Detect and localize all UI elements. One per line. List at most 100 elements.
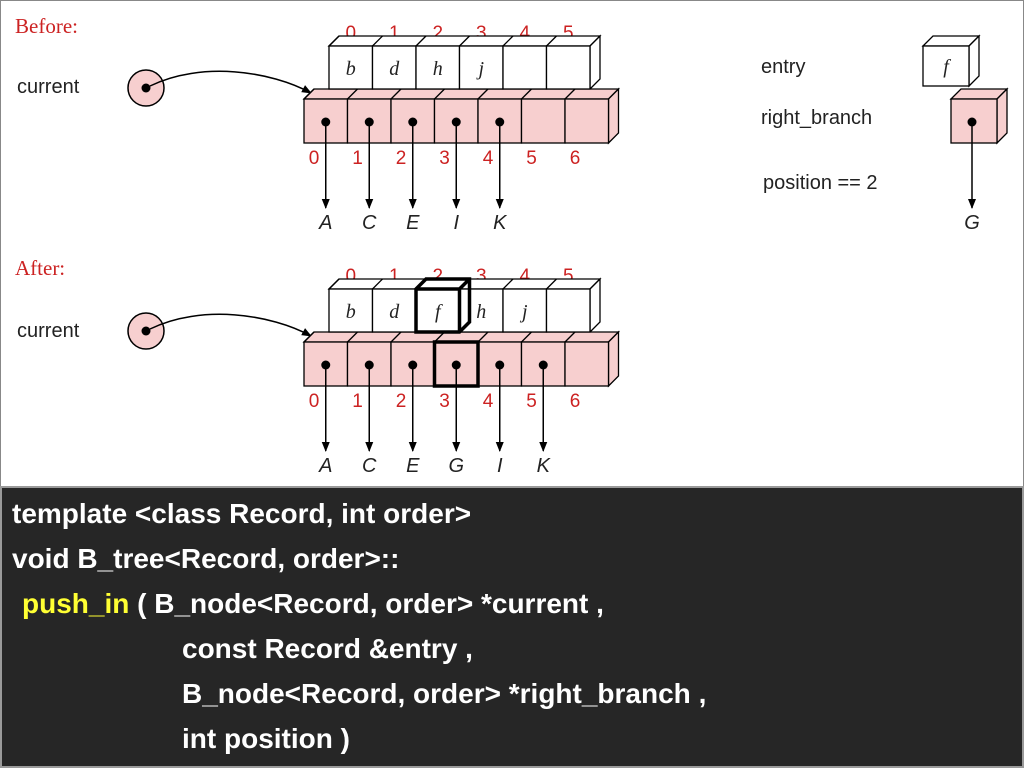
after-key-index: 4: [519, 266, 530, 287]
before-child-label: E: [406, 212, 420, 234]
before-key-cell: [458, 45, 504, 90]
after-key-value: j: [519, 301, 528, 323]
before-key-divider: [415, 35, 427, 47]
after-branch-index: 2: [396, 391, 407, 412]
code-line-3: push_in ( B_node<Record, order> *current…: [22, 588, 604, 620]
before-label: Before:: [15, 14, 78, 38]
before-key-divider: [328, 35, 340, 47]
before-key-side-face: [589, 34, 601, 91]
code-line-6: int position ): [182, 723, 350, 754]
before-key-index: 2: [432, 23, 443, 44]
before-key-divider: [546, 35, 557, 47]
after-branch-index: 5: [526, 391, 537, 412]
after-branch-divider: [303, 331, 315, 343]
before-key-value: j: [475, 58, 484, 80]
before-child-label: I: [453, 212, 459, 234]
before-key-cell: [502, 45, 548, 90]
before-branch-index: 5: [526, 148, 537, 169]
before-key-cell: [545, 45, 591, 90]
before-key-divider: [372, 35, 383, 47]
before-key-value: h: [433, 58, 443, 80]
before-key-index: 4: [519, 23, 530, 44]
after-branch-divider: [390, 331, 402, 343]
function-name: push_in: [22, 588, 130, 619]
before-branch-index: 1: [352, 148, 363, 169]
after-child-label: C: [362, 455, 377, 477]
after-branch-index: 1: [352, 391, 363, 412]
after-key-index: 0: [345, 266, 356, 287]
after-branch-index: 3: [439, 391, 450, 412]
entry-box: f: [921, 34, 981, 88]
before-branch-index: 4: [483, 148, 494, 169]
entry-label: entry: [761, 56, 805, 78]
after-key-cell: [545, 288, 591, 333]
after-branch-cell: [564, 341, 610, 387]
code-line-1: template <class Record, int order>: [12, 498, 472, 529]
before-branch-index: 0: [309, 148, 320, 169]
before-child-label: C: [362, 212, 377, 234]
after-child-label: G: [448, 455, 464, 477]
code-line-2: void B_tree<Record, order>::: [12, 543, 400, 574]
after-key-index: 1: [389, 266, 400, 287]
before-key-value: b: [346, 58, 356, 80]
before-child-label: A: [318, 212, 332, 234]
before-key-index: 1: [389, 23, 400, 44]
code-line-5: B_node<Record, order> *right_branch ,: [182, 678, 707, 709]
diagram-canvas: Before: current 0 1 2 3 4 5 b d h j 0 1 2 3 4 5 6A C E I K A…: [15, 14, 1009, 477]
before-key-value: d: [389, 58, 400, 80]
before-branch-index: 3: [439, 148, 450, 169]
after-branch-index: 0: [309, 391, 320, 412]
before-child-label: K: [493, 212, 508, 234]
after-key-value: h: [476, 301, 486, 323]
after-branch-divider: [521, 331, 532, 343]
before-branch-cell: [564, 98, 610, 144]
after-key-index: 2: [432, 266, 443, 287]
before-branch-top-face: [302, 88, 621, 100]
after-branch-divider: [347, 331, 358, 343]
after-child-label: E: [406, 455, 420, 477]
code-panel: template <class Record, int order> void …: [0, 486, 1024, 768]
after-key-value: b: [346, 301, 356, 323]
before-branch-index: 6: [570, 148, 581, 169]
after-key-divider: [502, 278, 514, 290]
after-current-pointer: [127, 312, 312, 350]
after-key-index: 5: [563, 266, 574, 287]
after-branch-side-face: [607, 330, 620, 388]
right-branch-box: G: [949, 87, 1009, 234]
code-line-3-rest: ( B_node<Record, order> *current ,: [129, 588, 604, 619]
before-branch-divider: [303, 88, 315, 100]
before-key-divider: [459, 35, 470, 47]
after-child-label: K: [537, 455, 552, 477]
before-branch-divider: [521, 88, 532, 100]
after-branch-divider: [564, 331, 576, 343]
before-key-index: 5: [563, 23, 574, 44]
right-branch-child: G: [964, 212, 980, 234]
before-branch-side-face: [607, 87, 620, 145]
before-branch-cell: [520, 98, 566, 144]
after-label: After:: [15, 256, 65, 280]
after-key-divider: [328, 278, 340, 290]
after-child-label: I: [497, 455, 503, 477]
before-key-divider: [502, 35, 514, 47]
after-key-divider: [372, 278, 383, 290]
before-branch-divider: [390, 88, 402, 100]
before-current-pointer: [127, 69, 312, 107]
right-branch-label: right_branch: [761, 107, 872, 129]
before-branch-divider: [564, 88, 576, 100]
before-key-index: 0: [345, 23, 356, 44]
after-key-cell: [328, 288, 374, 333]
after-key-value: d: [389, 301, 400, 323]
after-highlight-key: [414, 277, 472, 334]
after-current-label: current: [17, 320, 80, 342]
position-text: position == 2: [763, 172, 878, 194]
before-current-label: current: [17, 76, 80, 98]
code-line-4: const Record &entry ,: [182, 633, 473, 664]
after-child-label: A: [318, 455, 332, 477]
entry-value: f: [943, 56, 951, 78]
before-branch-divider: [477, 88, 489, 100]
after-key-side-face: [589, 277, 601, 334]
after-key-divider: [546, 278, 557, 290]
